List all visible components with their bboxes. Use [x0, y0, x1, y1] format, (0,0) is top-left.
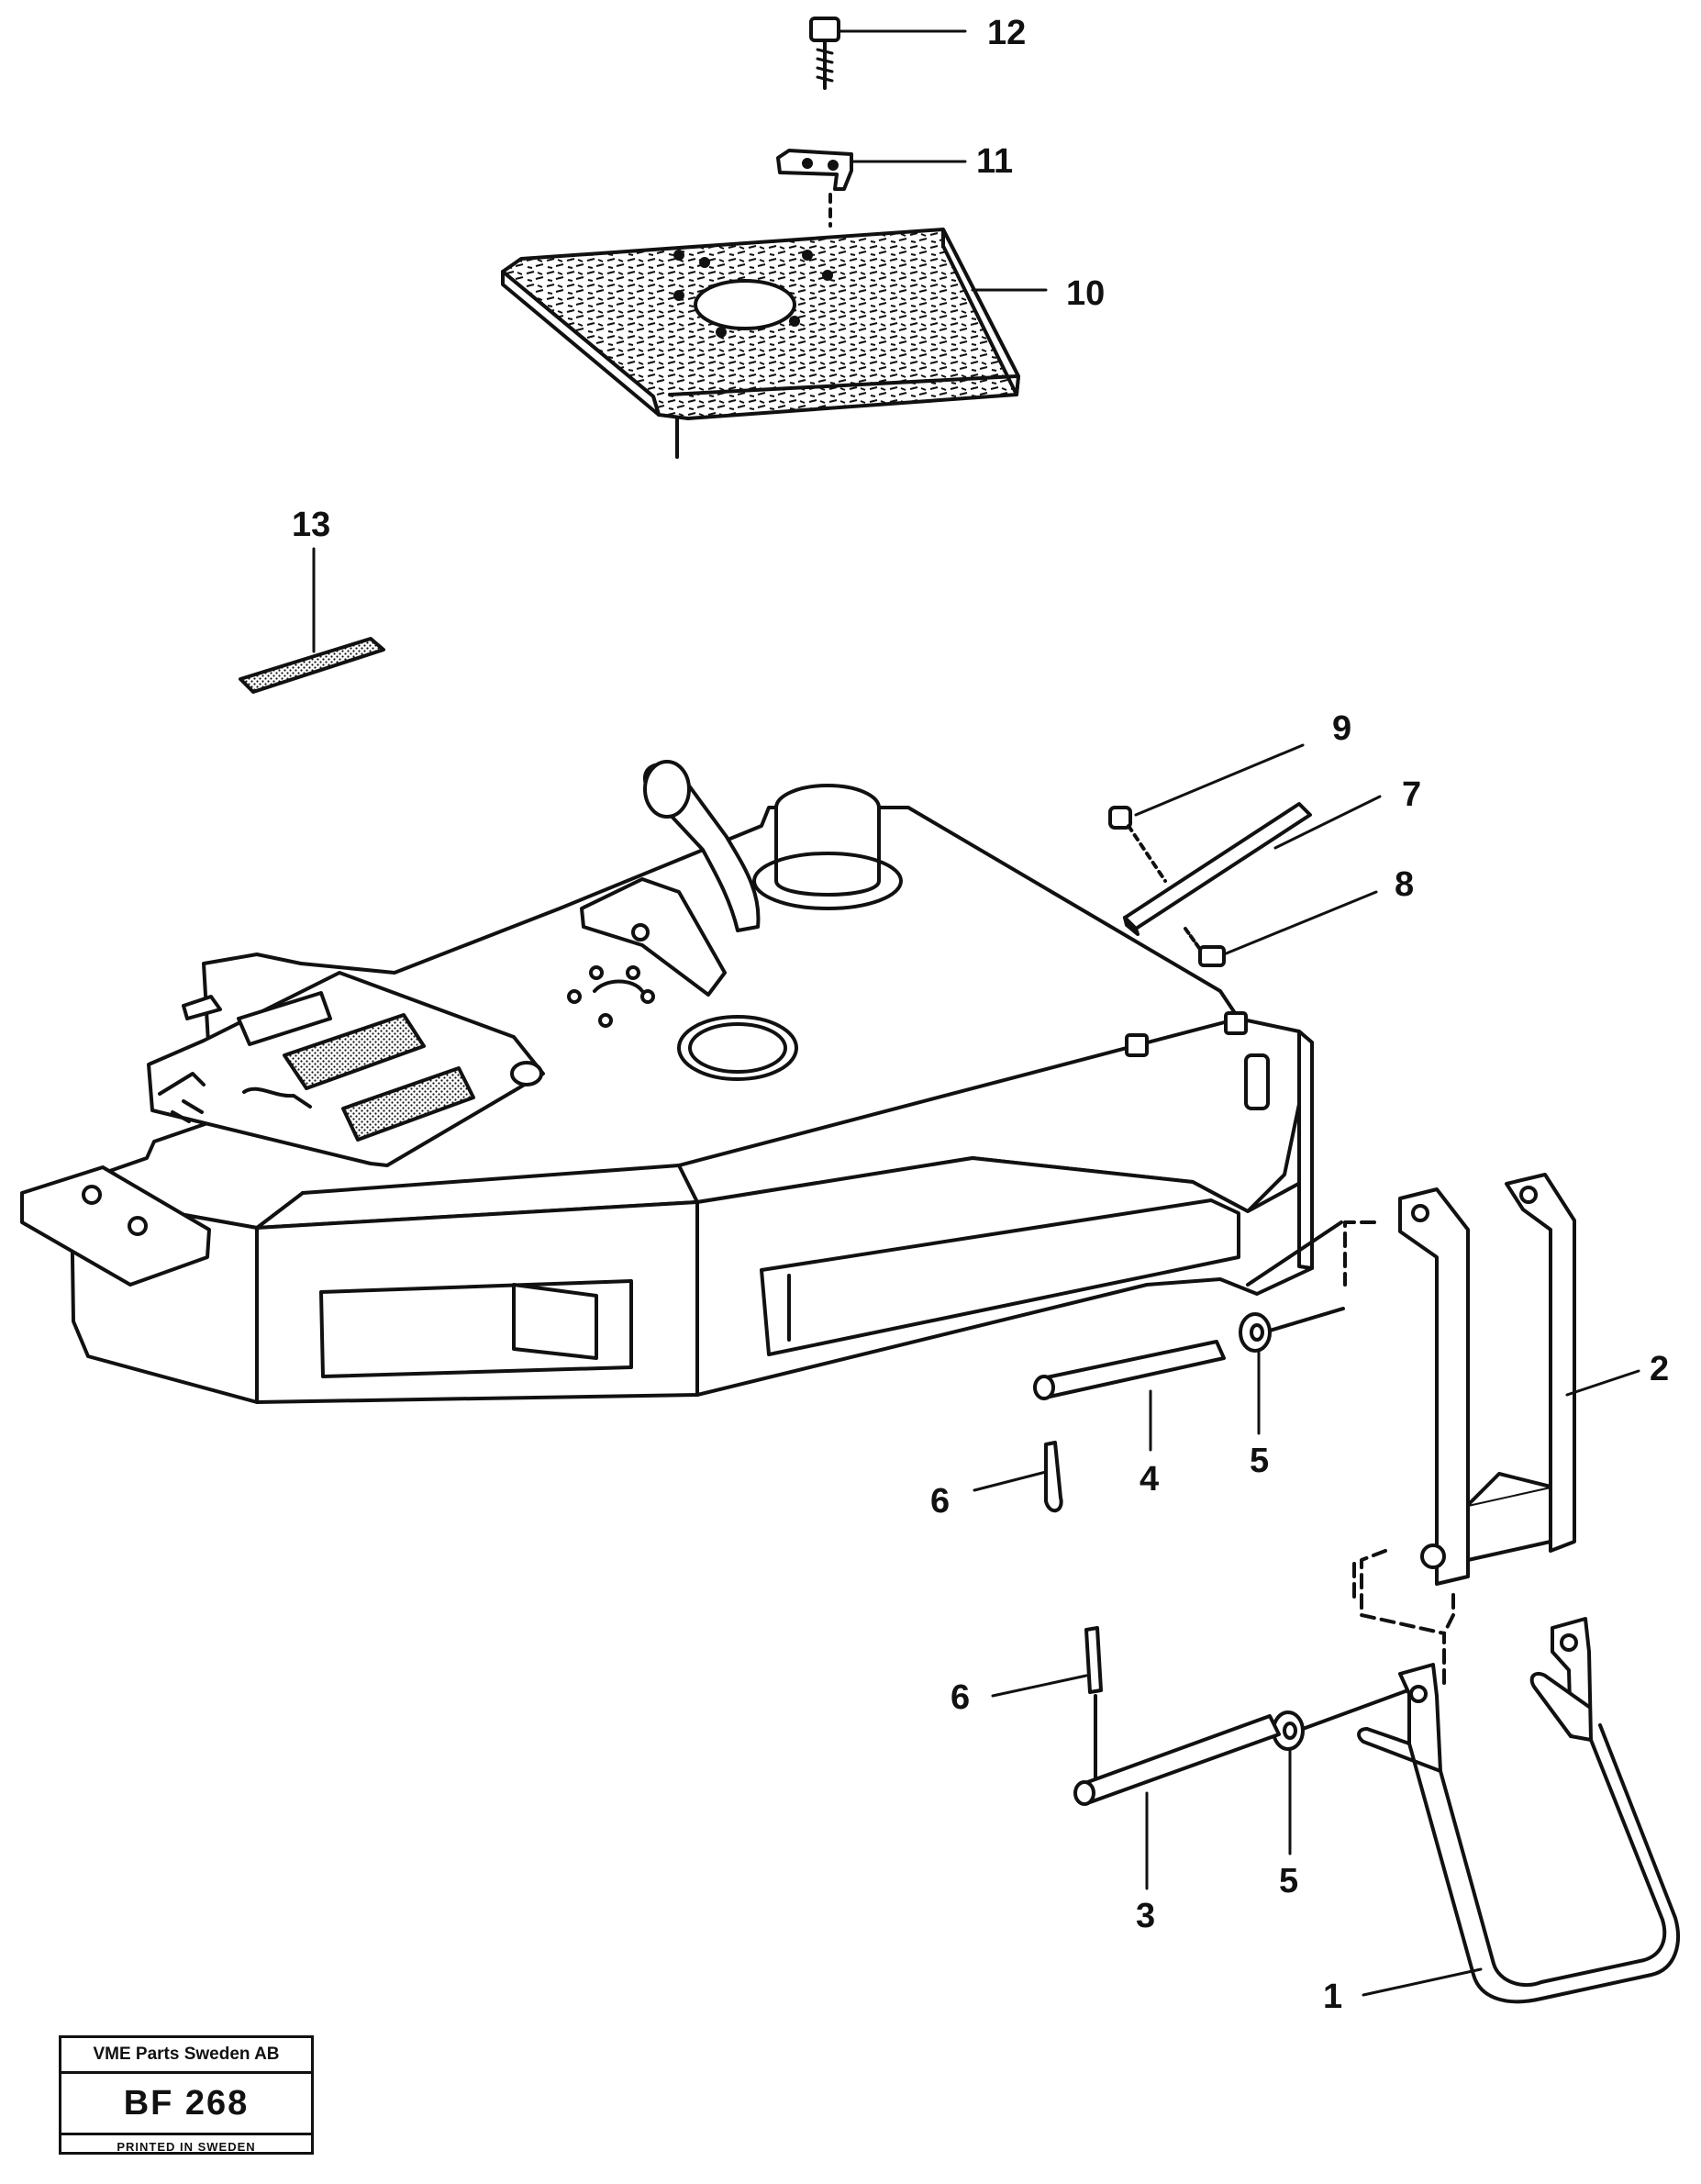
callout-7: 7 — [1402, 775, 1421, 814]
callout-8: 8 — [1395, 865, 1414, 904]
washer-part-5-upper — [1239, 1307, 1345, 1353]
bolt-part-12 — [809, 17, 840, 90]
callout-6-lower: 6 — [951, 1678, 970, 1717]
screw-part-8 — [1184, 927, 1226, 967]
callout-9: 9 — [1332, 709, 1351, 748]
step-part-1 — [1352, 1558, 1680, 2004]
washer-part-5-lower — [1272, 1687, 1415, 1751]
cotter-pin-part-6-lower — [1084, 1626, 1103, 1800]
callout-4: 4 — [1140, 1460, 1159, 1499]
cotter-pin-part-6-upper — [1044, 1441, 1063, 1512]
cover-plate-part-10 — [501, 228, 1020, 459]
pin-part-4 — [1033, 1340, 1226, 1400]
callout-3: 3 — [1136, 1897, 1155, 1935]
callout-1: 1 — [1323, 1978, 1342, 2016]
callout-10: 10 — [1066, 274, 1105, 313]
company-name: VME Parts Sweden AB — [61, 2038, 311, 2074]
bracket-part-7 — [1123, 802, 1312, 936]
leader-lines — [312, 29, 1640, 1997]
callout-2: 2 — [1650, 1350, 1669, 1388]
callout-11: 11 — [976, 142, 1013, 181]
callout-5-upper: 5 — [1250, 1442, 1269, 1480]
title-block: VME Parts Sweden AB BF 268 PRINTED IN SW… — [59, 2035, 314, 2155]
printed-note: PRINTED IN SWEDEN — [117, 2139, 256, 2154]
callout-5-lower: 5 — [1279, 1862, 1298, 1900]
callout-12: 12 — [987, 14, 1026, 52]
decal-part-13 — [239, 637, 385, 694]
pin-part-3 — [1073, 1714, 1281, 1806]
callout-6-upper: 6 — [930, 1482, 950, 1521]
tank-housing — [20, 760, 1314, 1404]
callout-13: 13 — [292, 506, 330, 544]
nut-part-9 — [1108, 806, 1167, 883]
drawing-code: BF 268 — [61, 2074, 311, 2135]
clip-part-11 — [776, 149, 853, 228]
step-bracket-part-2 — [1246, 1173, 1576, 1685]
